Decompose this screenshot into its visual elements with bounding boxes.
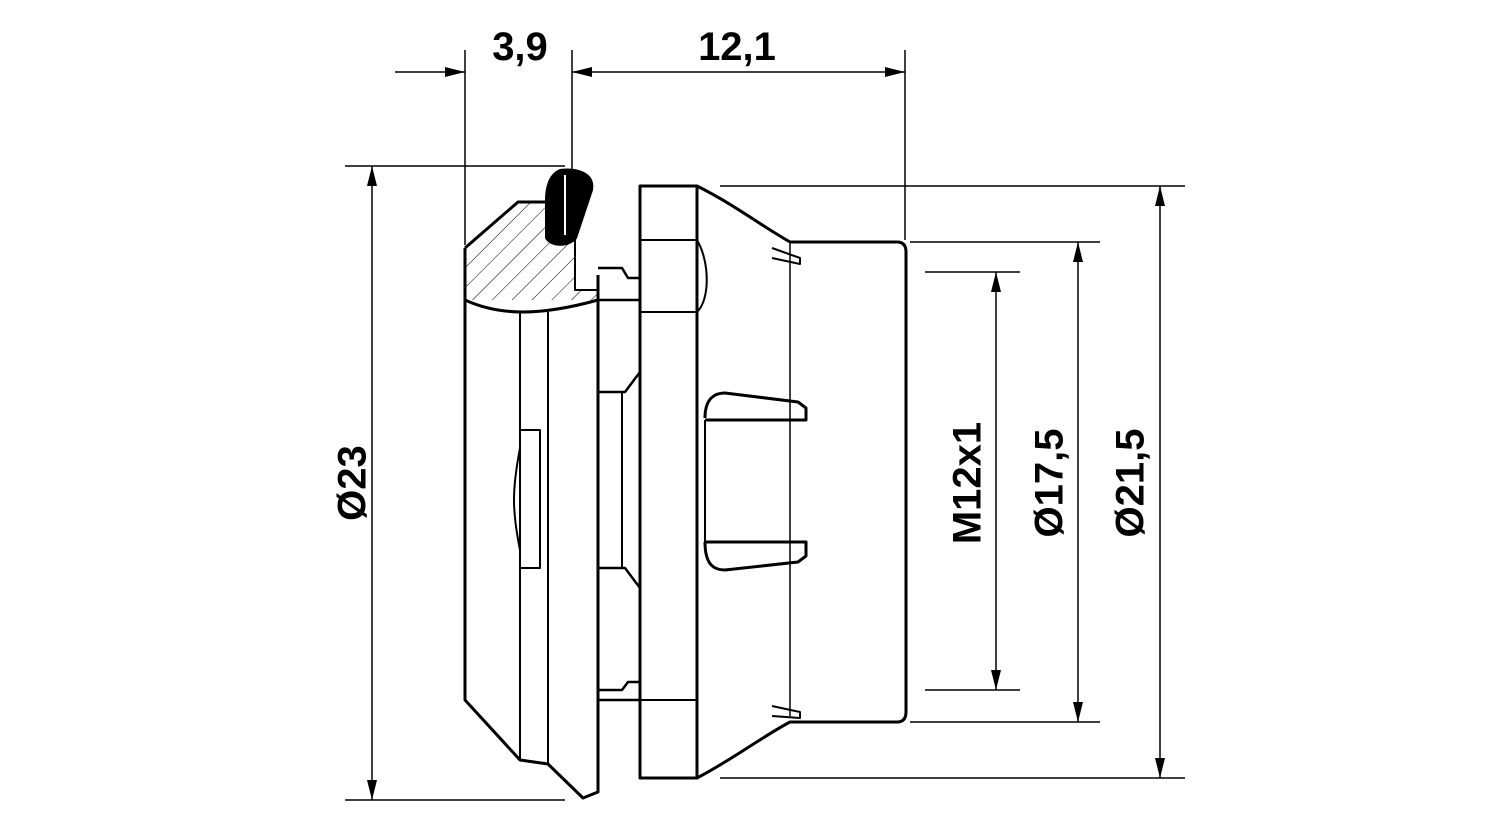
dimension-labels: 3,9 12,1 Ø23 M12x1 Ø17,5 Ø21,5: [331, 25, 1153, 544]
label-flange-thickness: 3,9: [492, 25, 548, 69]
flange-nut: [463, 200, 600, 800]
dimension-lines: [367, 67, 1165, 800]
label-inner-diameter: Ø17,5: [1028, 429, 1072, 538]
neck: [598, 266, 641, 702]
label-body-length: 12,1: [698, 25, 776, 69]
label-flange-diameter: Ø23: [331, 445, 375, 521]
connector-body: [463, 168, 908, 800]
sealing-ring: [545, 168, 594, 246]
housing-body: [696, 184, 908, 780]
label-thread: M12x1: [946, 422, 990, 544]
label-outer-diameter: Ø21,5: [1109, 429, 1153, 538]
section-hatch: [465, 202, 598, 300]
housing-flange: [638, 184, 708, 780]
extension-lines: [345, 50, 1185, 801]
